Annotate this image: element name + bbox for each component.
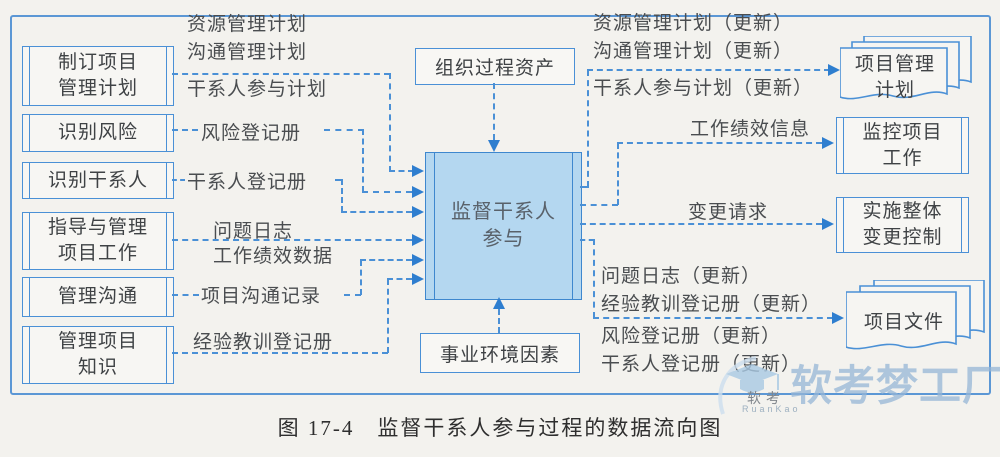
process-box-monitor-stakeholder-engagement: 监督干系人 参与 [425,152,582,300]
input-box-opa: 组织过程资产 [415,48,575,85]
dash-line [172,179,185,181]
dash-line [172,352,388,354]
flow-label-risk-register: 风险登记册 [201,123,302,144]
dash-line [580,186,589,188]
figure-caption: 图 17-4 监督干系人参与过程的数据流向图 [277,416,723,440]
dash-line [360,260,362,295]
flow-label-stakeholder-engagement-plan-updates: 干系人参与计划（更新） [593,78,814,99]
document-label-project-documents: 项目文件 [863,312,944,333]
arrowhead-icon [412,186,424,198]
dash-line [580,204,618,206]
dash-line [324,129,364,131]
dash-line [344,294,361,296]
flow-label-change-requests: 变更请求 [688,202,769,223]
arrowhead-icon [488,140,500,152]
dash-line [172,239,412,241]
dash-line [389,73,391,172]
process-box-monitor-control-work: 监控项目 工作 [836,117,969,174]
document-stack-pm-plan-icon [840,36,972,100]
process-box-develop-pm-plan: 制订项目 管理计划 [22,46,174,106]
arrowhead-icon [412,273,424,285]
flow-label-stakeholder-engagement-plan: 干系人参与计划 [187,79,328,100]
arrowhead-icon [412,254,424,266]
dash-line [172,73,390,75]
arrowhead-icon [493,297,505,309]
arrowhead-icon [412,206,424,218]
dash-line [172,294,199,296]
dash-line [493,83,495,140]
arrowhead-icon [412,234,424,246]
arrowhead-icon [832,312,844,324]
dash-line [360,259,412,261]
process-box-identify-stakeholders: 识别干系人 [22,162,174,199]
flow-label-issue-log: 问题日志 [213,221,294,242]
dash-line [341,211,412,213]
flow-label-project-communications: 项目沟通记录 [201,286,322,307]
dash-line [387,278,412,280]
process-box-manage-communications: 管理沟通 [22,277,174,317]
dash-line [498,309,500,333]
arrowhead-icon [822,218,834,230]
process-box-manage-knowledge: 管理项目 知识 [22,326,174,384]
flow-label-work-performance-data: 工作绩效数据 [213,246,334,267]
flow-label-lessons-learned-updates: 经验教训登记册（更新） [601,294,822,315]
dash-line [362,129,364,192]
input-box-eef: 事业环境因素 [420,333,580,373]
flow-label-resource-mgmt-plan-updates: 资源管理计划（更新） [593,13,794,34]
flow-label-lessons-learned-register: 经验教训登记册 [193,332,334,353]
arrowhead-icon [822,137,834,149]
graduation-cap-icon [718,356,779,415]
document-stack-project-documents-icon [846,280,985,350]
flow-label-work-performance-info: 工作绩效信息 [690,119,811,140]
watermark-logo-text: 软考 [747,392,785,407]
flow-label-communications-mgmt-plan-updates: 沟通管理计划（更新） [593,41,794,62]
dash-line [341,179,343,212]
diagram-frame [10,15,991,395]
dash-line [617,142,822,144]
arrowhead-icon [412,165,424,177]
process-box-identify-risks: 识别风险 [22,114,174,152]
dash-line [580,223,822,225]
dash-line [389,170,414,172]
arrowhead-icon [828,64,840,76]
dash-line [587,69,830,71]
dash-line [580,239,594,241]
flow-label-communications-mgmt-plan: 沟通管理计划 [187,42,308,63]
document-label-pm-plan: 项目管理 计划 [854,54,935,101]
flow-label-issue-log-updates: 问题日志（更新） [601,266,762,287]
dash-line [617,143,619,205]
process-box-direct-manage-work: 指导与管理 项目工作 [22,212,174,270]
flow-label-stakeholder-register: 干系人登记册 [187,172,308,193]
process-box-perform-integrated-change-control: 实施整体 变更控制 [836,197,969,253]
dash-line [593,317,833,319]
dash-line [172,129,198,131]
dash-line [587,70,589,187]
flow-label-resource-mgmt-plan: 资源管理计划 [187,14,308,35]
dash-line [362,191,412,193]
dash-line [335,179,342,181]
watermark-brand-text: 软考梦工厂 [790,362,1000,409]
dash-line [593,239,595,318]
watermark-logo-subtext: RuanKao [742,404,801,414]
dash-line [387,279,389,353]
flow-label-risk-register-updates: 风险登记册（更新） [601,326,782,347]
